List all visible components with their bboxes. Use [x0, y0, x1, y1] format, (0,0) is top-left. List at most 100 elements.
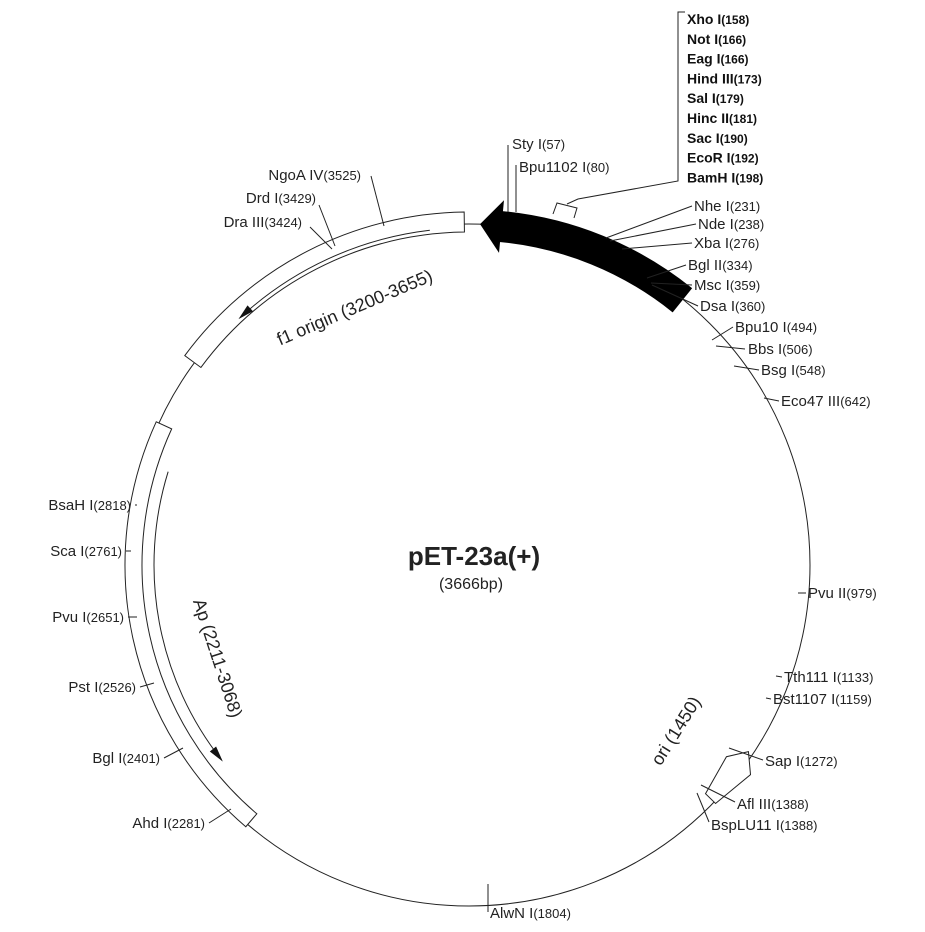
site-drd-i: Drd I(3429) — [246, 190, 336, 247]
site-bpu1102-i-label: Bpu1102 I(80) — [519, 159, 609, 176]
f1-origin-direction-line — [239, 229, 430, 319]
site-xba-i-label: Xba I(276) — [694, 235, 759, 252]
site-nde-i-leader — [609, 223, 697, 242]
site-bsg-i-label: Bsg I(548) — [761, 362, 826, 379]
site-dsa-i: Dsa I(360) — [651, 284, 765, 315]
site-ngoa-iv: NgoA IV(3525) — [268, 167, 385, 227]
site-bgl-ii-leader — [646, 264, 687, 279]
site-pvu-ii-name: Pvu II — [808, 585, 846, 602]
mcs-site-eag-i-position: (166) — [720, 53, 748, 67]
site-pst-i-label: Pst I(2526) — [68, 679, 136, 696]
site-bsplu11-i-leader — [696, 792, 710, 823]
site-bsg-i-leader — [733, 365, 760, 371]
site-afl-iii-position: (1388) — [771, 797, 809, 812]
site-dsa-i-leader — [651, 284, 699, 307]
mcs-site-sal-i-name: Sal I — [687, 90, 716, 106]
site-ahd-i-position: (2281) — [167, 816, 205, 831]
site-msc-i-position: (359) — [730, 278, 760, 293]
site-bgl-i-position: (2401) — [122, 751, 160, 766]
ampicillin-resistance-feature — [124, 421, 258, 828]
site-bpu10-i-label: Bpu10 I(494) — [735, 319, 817, 336]
mcs-leader-line — [566, 11, 685, 205]
site-dra-iii-position: (3424) — [264, 215, 302, 230]
site-bst1107-i-name: Bst1107 I — [773, 691, 835, 708]
site-bgl-i-label: Bgl I(2401) — [92, 750, 160, 767]
site-afl-iii-leader — [700, 784, 736, 803]
mcs-site-bamh-i: BamH I(198) — [687, 169, 763, 185]
site-bpu10-i-leader — [711, 326, 734, 341]
mcs-site-not-i-position: (166) — [718, 33, 746, 47]
mcs-site-hind-iii: Hind III(173) — [687, 70, 762, 86]
site-eco47-iii: Eco47 III(642) — [763, 393, 871, 410]
site-msc-i-label: Msc I(359) — [694, 277, 760, 294]
mcs-site-hinc-ii: Hinc II(181) — [687, 110, 757, 126]
mcs-site-sal-i-position: (179) — [716, 92, 744, 106]
f1-origin-direction-arrowhead — [238, 305, 253, 320]
site-sca-i-position: (2761) — [84, 544, 122, 559]
site-bpu10-i-name: Bpu10 I — [735, 319, 787, 336]
site-ngoa-iv-label: NgoA IV(3525) — [268, 167, 361, 184]
site-bsplu11-i-name: BspLU11 I — [711, 817, 780, 834]
site-bsg-i-position: (548) — [795, 363, 825, 378]
site-tth111-i: Tth111 I(1133) — [775, 669, 874, 686]
site-nhe-i-name: Nhe I — [694, 198, 730, 215]
site-sty-i: Sty I(57) — [507, 136, 565, 212]
site-bgl-i-name: Bgl I — [92, 750, 122, 767]
site-sca-i-name: Sca I — [50, 543, 84, 560]
site-msc-i-leader — [650, 282, 693, 286]
site-tth111-i-position: (1133) — [837, 670, 874, 685]
site-sty-i-name: Sty I — [512, 136, 542, 153]
site-eco47-iii-label: Eco47 III(642) — [781, 393, 871, 410]
site-tth111-i-leader — [775, 675, 783, 678]
site-nde-i-name: Nde I — [698, 216, 734, 233]
restriction-sites: Sty I(57)Bpu1102 I(80)Nhe I(231)Nde I(23… — [48, 136, 876, 922]
site-ahd-i: Ahd I(2281) — [132, 808, 232, 832]
site-bpu1102-i-name: Bpu1102 I — [519, 159, 586, 176]
site-afl-iii-label: Afl III(1388) — [737, 796, 809, 813]
site-ahd-i-name: Ahd I — [132, 815, 167, 832]
site-alwn-i-name: AlwN I — [490, 905, 533, 922]
mcs-site-bamh-i-position: (198) — [735, 171, 763, 185]
mcs-site-sac-i: Sac I(190) — [687, 130, 748, 146]
site-bsah-i-label: BsaH I(2818) — [48, 497, 131, 514]
site-pvu-ii-label: Pvu II(979) — [808, 585, 877, 602]
site-pst-i: Pst I(2526) — [68, 679, 155, 696]
site-xba-i-leader — [621, 242, 693, 250]
site-sap-i: Sap I(1272) — [728, 747, 838, 770]
site-bgl-ii-name: Bgl II — [688, 257, 722, 274]
mcs-site-ecor-i: EcoR I(192) — [687, 150, 759, 166]
site-pst-i-leader — [139, 682, 155, 688]
site-bbs-i-label: Bbs I(506) — [748, 341, 813, 358]
site-bbs-i-name: Bbs I — [748, 341, 782, 358]
site-afl-iii-name: Afl III — [737, 796, 771, 813]
ap-box — [124, 421, 258, 828]
site-bsah-i: BsaH I(2818) — [48, 497, 137, 514]
ori-label: ori (1450) — [647, 693, 705, 769]
f1-origin-feature — [184, 211, 465, 369]
site-bst1107-i-label: Bst1107 I(1159) — [773, 691, 872, 708]
site-bgl-ii: Bgl II(334) — [646, 257, 753, 279]
site-sca-i: Sca I(2761) — [50, 543, 131, 560]
f1-origin-box — [184, 211, 465, 369]
mcs-site-not-i: Not I(166) — [687, 31, 746, 47]
site-dsa-i-name: Dsa I — [700, 298, 735, 315]
site-sty-i-label: Sty I(57) — [512, 136, 565, 153]
site-bpu10-i: Bpu10 I(494) — [711, 319, 817, 341]
plasmid-name: pET-23a(+) — [408, 541, 540, 571]
site-xba-i-position: (276) — [729, 236, 759, 251]
mcs-site-xho-i: Xho I(158) — [687, 11, 749, 27]
ap-label: Ap (2211-3068) — [189, 596, 246, 720]
site-bbs-i: Bbs I(506) — [715, 341, 813, 358]
mcs-site-sac-i-name: Sac I — [687, 130, 720, 146]
site-pvu-i-name: Pvu I — [52, 609, 86, 626]
site-sca-i-label: Sca I(2761) — [50, 543, 122, 560]
site-nde-i-label: Nde I(238) — [698, 216, 764, 233]
plasmid-size: (3666bp) — [439, 576, 503, 593]
site-bsplu11-i-label: BspLU11 I(1388) — [711, 817, 818, 834]
site-eco47-iii-position: (642) — [840, 394, 870, 409]
site-alwn-i-label: AlwN I(1804) — [490, 905, 571, 922]
site-dra-iii-name: Dra III — [224, 214, 265, 231]
site-bgl-i: Bgl I(2401) — [92, 747, 184, 767]
site-dra-iii: Dra III(3424) — [224, 214, 333, 250]
